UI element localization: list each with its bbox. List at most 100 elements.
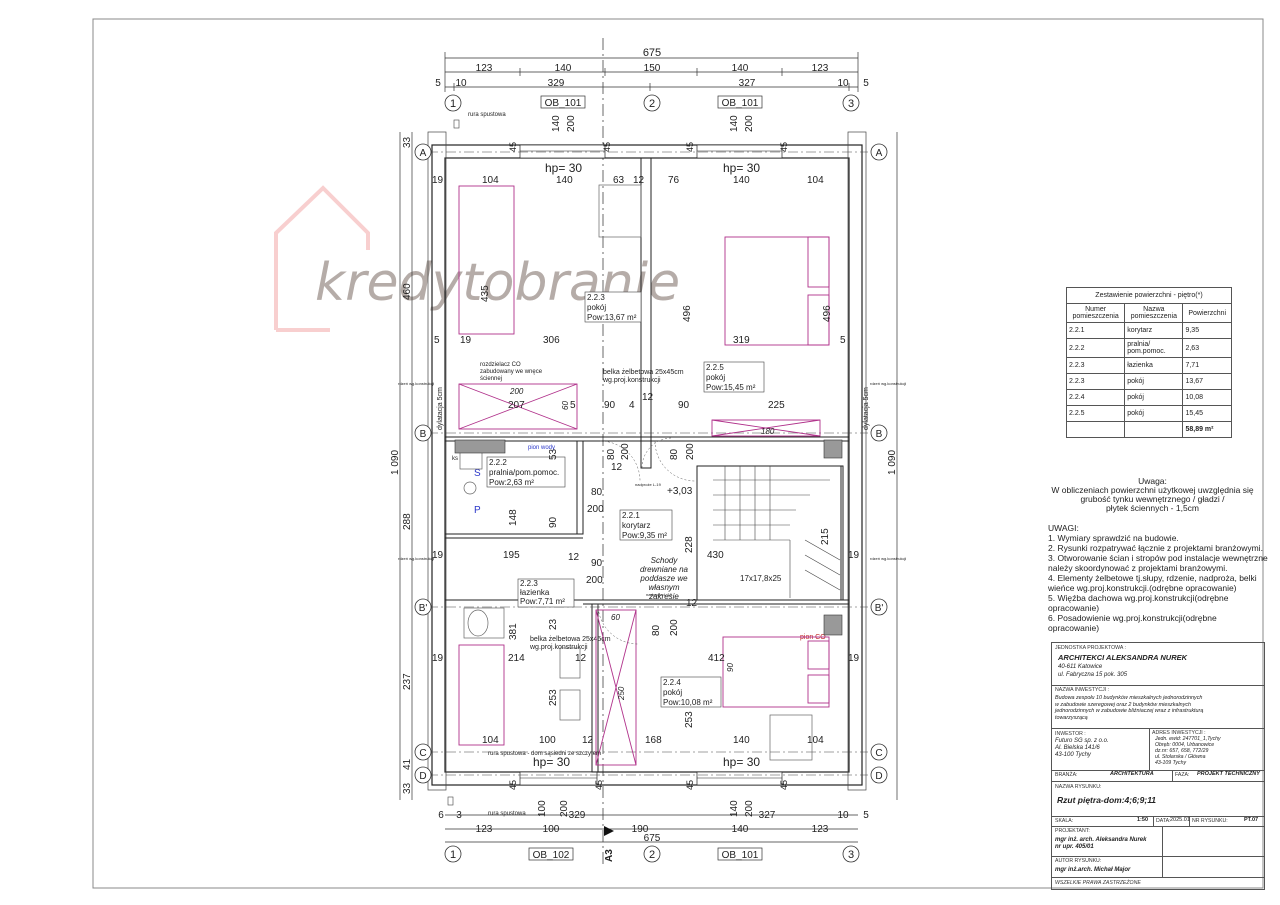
idim-381: 381: [508, 623, 519, 640]
axis-bubbles-bottom: [444, 845, 860, 863]
nadproze-2: nadproże L-19: [646, 592, 673, 597]
row-bubbles: [414, 143, 888, 784]
area-total: 58,89 m²: [1182, 421, 1232, 438]
fixtures: [459, 184, 813, 761]
room-1-id: 2.2.3: [587, 293, 605, 302]
dim-top-1: 123: [476, 63, 493, 74]
idim-225: 225: [768, 400, 785, 411]
dim-bot-5: 5: [863, 810, 869, 821]
row-b2-left: B': [419, 603, 428, 614]
room-3-area: Pow:2,63 m²: [489, 478, 534, 487]
ob-bottom-right: OB_101: [722, 850, 759, 861]
idim-53: 53: [548, 448, 559, 460]
idim-12a: 12: [633, 175, 645, 186]
note-item: 4. Elementy żelbetowe tj.słupy, rdzenie,…: [1048, 573, 1257, 593]
axis-2-bottom: 2: [649, 849, 655, 861]
area-cell: korytarz: [1124, 322, 1184, 339]
rura-bottom: rura spustowa - dom sąsiedni ze szczytem: [488, 751, 601, 757]
dylatacja-right: dylatacja 5cm: [863, 387, 870, 430]
tb-rights: WSZELKIE PRAWA ZASTRZEŻONE: [1055, 880, 1141, 886]
tb-branza-value: ARCHITEKTURA: [1110, 771, 1154, 777]
idim-90b: 90: [678, 400, 690, 411]
idim-19f: 19: [848, 653, 860, 664]
idim-104b: 104: [807, 175, 824, 186]
dim-bot-total: 675: [644, 833, 661, 844]
ob-boxes: [528, 95, 763, 861]
room-6-name: pokój: [663, 688, 682, 697]
idim-195: 195: [503, 550, 520, 561]
tb-skala-value: 1:50: [1137, 817, 1149, 823]
stairs: [713, 466, 841, 598]
tb-autor-label: AUTOR RYSUNKU:: [1055, 858, 1102, 864]
dim-top-10: 10: [837, 78, 849, 89]
rdzen-3: rdzeń wg.konstrukcji: [870, 381, 906, 386]
tb-investor-text: Futuro SG sp. z o.o. Al. Bielska 141/6 4…: [1055, 738, 1109, 758]
core-blocks: [454, 439, 843, 636]
note-item: 6. Posadowienie wg.proj.konstrukcji(odrę…: [1048, 613, 1217, 633]
dim-top-4: 140: [732, 63, 749, 74]
stairs-dim: 17x17,8x25: [740, 574, 782, 583]
dim-bot-10: 10: [837, 810, 849, 821]
hp-bottom-left: hp= 30: [533, 755, 570, 769]
idim-90d: 90: [591, 558, 603, 569]
row-b2-right: B': [875, 603, 884, 614]
dim-top-6: 5: [435, 78, 441, 89]
title-block: JEDNOSTKA PROJEKTOWA : ARCHITEKCI ALEKSA…: [1051, 642, 1265, 890]
area-cell: 2.2.3: [1065, 357, 1126, 374]
idim-60a: 60: [561, 401, 570, 410]
axis-3-bottom: 3: [848, 849, 854, 861]
hp-bottom-right: hp= 30: [723, 755, 760, 769]
idim-207: 207: [508, 400, 525, 411]
dim-right-1090: 1 090: [887, 450, 898, 475]
axis-bubbles-top: [444, 94, 860, 112]
idim-12g: 12: [686, 598, 698, 609]
area-cell: łazienka: [1124, 357, 1184, 374]
tb-data-label: DATA:: [1156, 818, 1171, 824]
dim-bot-123a: 123: [476, 824, 493, 835]
idim-319: 319: [733, 335, 750, 346]
idim-140c: 140: [733, 735, 750, 746]
idim-45f: 45: [594, 780, 604, 790]
idim-496b: 496: [822, 305, 833, 322]
idim-253a: 253: [548, 689, 559, 706]
room-5-area: Pow:7,71 m²: [520, 597, 565, 606]
idim-5a: 5: [434, 335, 440, 346]
top-dimensions: [444, 52, 859, 92]
dim-left-33a: 33: [402, 136, 413, 148]
rura-bottom-2: rura spustowa: [488, 811, 526, 817]
tb-nr-label: NR RYSUNKU:: [1192, 818, 1228, 824]
idim-168: 168: [645, 735, 662, 746]
row-b-right: B: [876, 429, 883, 440]
room-2-name: pokój: [706, 373, 725, 382]
row-a-right: A: [876, 148, 883, 159]
tb-unit-addr1: 40-611 Katowice: [1058, 664, 1103, 670]
area-cell: pokój: [1124, 389, 1184, 406]
row-c-left: C: [419, 748, 426, 759]
area-cell: 2.2.5: [1065, 405, 1126, 422]
idim-200c: 200: [620, 443, 631, 460]
pion-co: pion CO: [800, 634, 826, 641]
idim-430: 430: [707, 550, 724, 561]
row-d-left: D: [419, 771, 426, 782]
idim-19e: 19: [432, 653, 444, 664]
notes-heading: UWAGI:: [1048, 523, 1079, 533]
note-item: 5. Więźba dachowa wg.proj.konstrukcji(od…: [1048, 593, 1229, 613]
idim-104d: 104: [807, 735, 824, 746]
room-5-id: 2.2.3: [520, 579, 538, 588]
room-label-boxes: [486, 291, 765, 708]
pion-wody: pion wody: [528, 445, 555, 451]
tb-autor-value: mgr inż.arch. Michał Major: [1055, 867, 1131, 873]
idim-140a: 140: [556, 175, 573, 186]
dim-left-460: 460: [402, 283, 413, 300]
lintel-200-b: 200: [744, 115, 755, 132]
tb-inv-text: Budowa zespołu 10 budynków mieszkalnych …: [1055, 695, 1204, 721]
lintel-140-d: 140: [729, 800, 740, 817]
idim-45c: 45: [685, 142, 695, 152]
hp-top-left: hp= 30: [545, 161, 582, 175]
section-arrow-icon: [604, 826, 614, 836]
tb-unit-name: ARCHITEKCI ALEKSANDRA NUREK: [1058, 653, 1188, 662]
